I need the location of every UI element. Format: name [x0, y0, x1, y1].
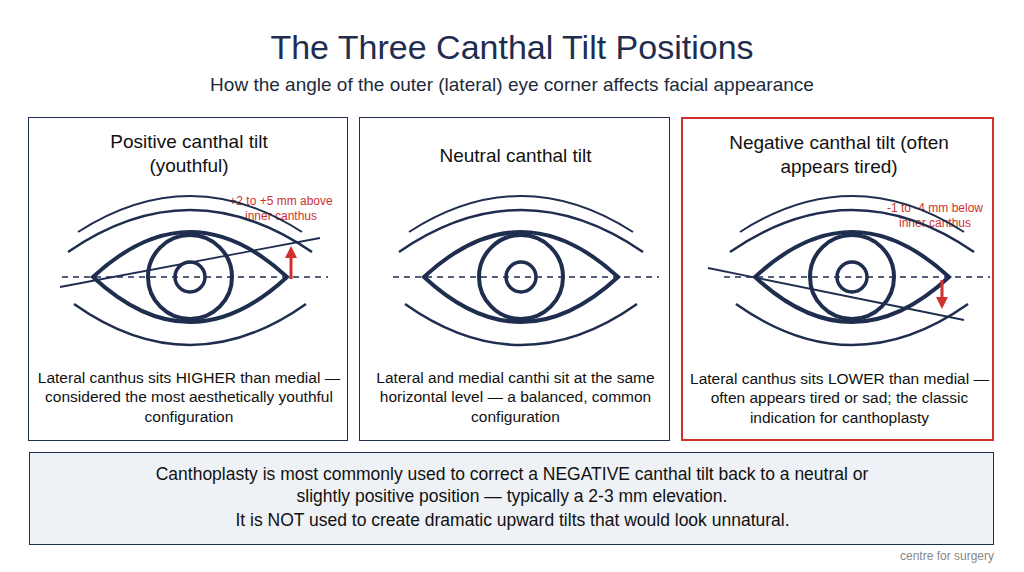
dimension-note: -1 to -4 mm below inner canthus	[879, 201, 991, 231]
panel-body: Lateral canthus sits LOWER than medial —…	[689, 369, 990, 427]
eye-negative	[708, 196, 990, 345]
dimension-note: +2 to +5 mm above inner canthus	[221, 194, 341, 224]
panel-heading: Neutral canthal tilt	[400, 144, 631, 168]
tilt-panel: Positive canthal tilt (youthful) +2 to +5…	[28, 117, 348, 441]
tilt-panel: Neutral canthal tiltLateral and medial c…	[359, 117, 670, 441]
summary-band: Canthoplasty is most commonly used to co…	[29, 452, 994, 545]
panel-body: Lateral and medial canthi sit at the sam…	[366, 368, 665, 426]
tilt-panel-highlight: Negative canthal tilt (often appears tir…	[681, 117, 994, 441]
eye-neutral	[393, 196, 659, 345]
watermark: centre for surgery	[900, 549, 994, 564]
diagram-caption: How the angle of the outer (lateral) eye…	[0, 73, 1024, 97]
panel-body: Lateral canthus sits HIGHER than medial …	[37, 368, 341, 426]
panel-heading: Positive canthal tilt (youthful)	[79, 130, 299, 178]
panel-heading: Negative canthal tilt (often appears tir…	[719, 131, 959, 179]
summary-text: It is NOT used to create dramatic upward…	[50, 510, 975, 532]
summary-text: Canthoplasty is most commonly used to co…	[142, 464, 882, 508]
eye-positive	[60, 196, 328, 345]
diagram-title: The Three Canthal Tilt Positions	[0, 26, 1024, 69]
